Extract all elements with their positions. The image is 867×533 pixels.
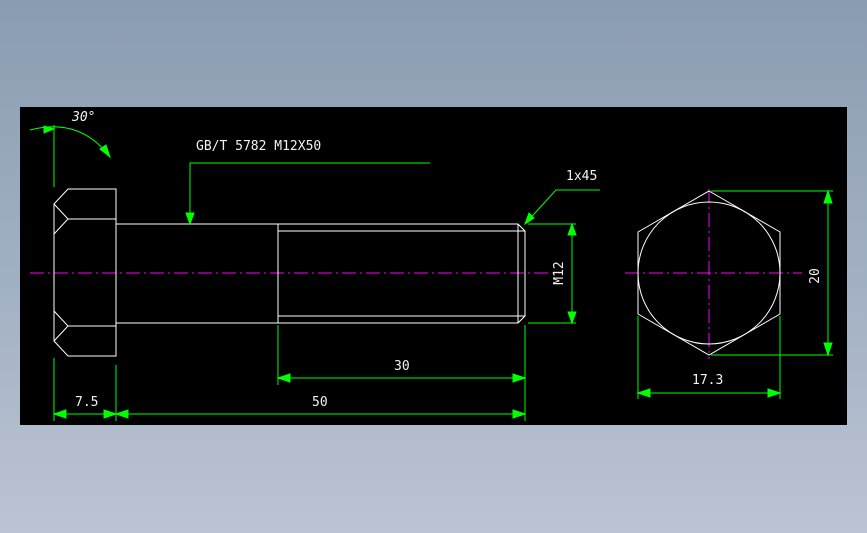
angle-arrow-left (43, 125, 56, 134)
chamfer-circle (637, 201, 781, 345)
standard-callout-label: GB/T 5782 M12X50 (196, 139, 322, 154)
flats-arrow-right (767, 388, 782, 398)
bolt-side-view (53, 188, 526, 357)
head-height-label: 7.5 (75, 395, 99, 410)
length-label: 50 (312, 395, 328, 410)
chamfer-arrow (524, 212, 535, 226)
cad-drawing-viewport: 30° GB/T 5782 M12X50 1x45 M12 30 7.5 50 … (20, 107, 847, 425)
head-arrow-right (103, 409, 118, 419)
thread-length-label: 30 (394, 359, 410, 374)
length-arrow-right (512, 409, 527, 419)
flats-arrow-left (636, 388, 651, 398)
bolt-drawing-svg (29, 125, 833, 421)
bolt-end-view (637, 190, 781, 356)
head-face-arc-bottom (53, 310, 69, 342)
thread-size-label: M12 (552, 261, 567, 285)
chamfer-label: 1x45 (566, 169, 598, 184)
angle-arc (29, 126, 111, 158)
thread-length-arrow-right (512, 373, 527, 383)
chamfer-leader (524, 189, 600, 225)
thread-arrow-bottom (567, 311, 577, 325)
across-flats-label: 17.3 (692, 373, 724, 388)
centerlines (30, 189, 802, 359)
hexagon-outline (637, 190, 781, 356)
angle-arrow-right (99, 144, 112, 159)
thread-length-arrow-left (276, 373, 291, 383)
head-face-arc-top (53, 203, 69, 235)
corners-arrow-top (823, 189, 833, 204)
head-arrow-left (52, 409, 67, 419)
dimensions (29, 125, 833, 421)
length-arrow-left (114, 409, 129, 419)
callout-arrow (185, 212, 195, 226)
bolt-shank-outline (116, 223, 526, 324)
callout-leader (189, 162, 430, 221)
corners-arrow-bottom (823, 342, 833, 357)
across-corners-label: 20 (808, 268, 823, 284)
angle-label: 30° (72, 110, 96, 125)
thread-arrow-top (567, 222, 577, 236)
